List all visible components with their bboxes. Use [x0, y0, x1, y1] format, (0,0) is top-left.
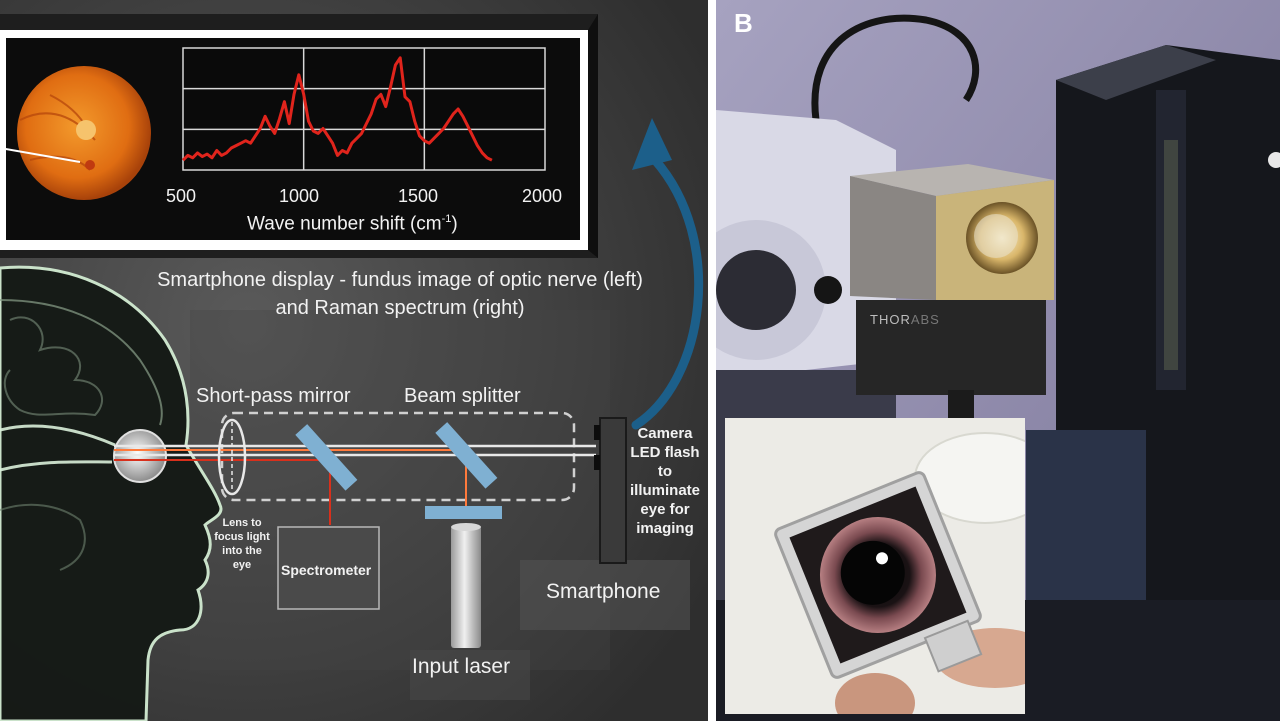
- display-arrow: [631, 155, 704, 430]
- inset-photo: [725, 418, 1025, 714]
- spectrometer-box: [277, 526, 380, 610]
- beam-splitter-label: Beam splitter: [404, 385, 521, 407]
- spectrometer-label: Spectrometer: [281, 562, 372, 578]
- short-pass-mirror: [295, 424, 358, 491]
- short-pass-mirror-label: Short-pass mirror: [196, 385, 351, 407]
- camera-flash-label: Camera LED flash to illuminate eye for i…: [629, 425, 700, 537]
- smartphone-device: [599, 417, 627, 564]
- arrow-head-icon: [632, 118, 672, 170]
- focus-lens: [217, 418, 247, 496]
- input-laser-tube: [451, 526, 481, 648]
- display-caption: Smartphone display - fundus image of opt…: [100, 266, 700, 322]
- beam-splitter: [435, 422, 498, 489]
- panel-a-graphics: [0, 0, 708, 721]
- panel-a-diagram: 500 1000 1500 2000 Wave number shift (cm…: [0, 0, 708, 721]
- laser-filter: [425, 506, 502, 519]
- x-tick-500: 500: [166, 186, 197, 206]
- optics-enclosure: [220, 411, 576, 502]
- plot-area: [182, 47, 546, 171]
- fundus-image: [0, 66, 151, 200]
- spectrum-line: [181, 56, 493, 162]
- spectrum-plot: [181, 47, 546, 171]
- panel-b-photo: THORABS B: [716, 0, 1280, 721]
- x-tick-2000: 2000: [522, 186, 563, 206]
- head-silhouette: [0, 265, 223, 721]
- inset-graphics: [725, 418, 1025, 714]
- display-caption-line2: and Raman spectrum (right): [275, 297, 525, 319]
- x-tick-1500: 1500: [398, 186, 439, 206]
- plot-grid: [183, 48, 545, 170]
- x-tick-1000: 1000: [279, 186, 320, 206]
- panel-b-label: B: [734, 8, 753, 38]
- smartphone-label: Smartphone: [546, 580, 661, 603]
- input-laser-label: Input laser: [412, 655, 511, 678]
- display-caption-line1: Smartphone display - fundus image of opt…: [157, 269, 643, 291]
- thor-brand-text: THORABS: [870, 312, 940, 327]
- x-axis-label: Wave number shift (cm-1): [247, 213, 458, 235]
- lens-label: Lens to focus light into the eye: [214, 517, 270, 571]
